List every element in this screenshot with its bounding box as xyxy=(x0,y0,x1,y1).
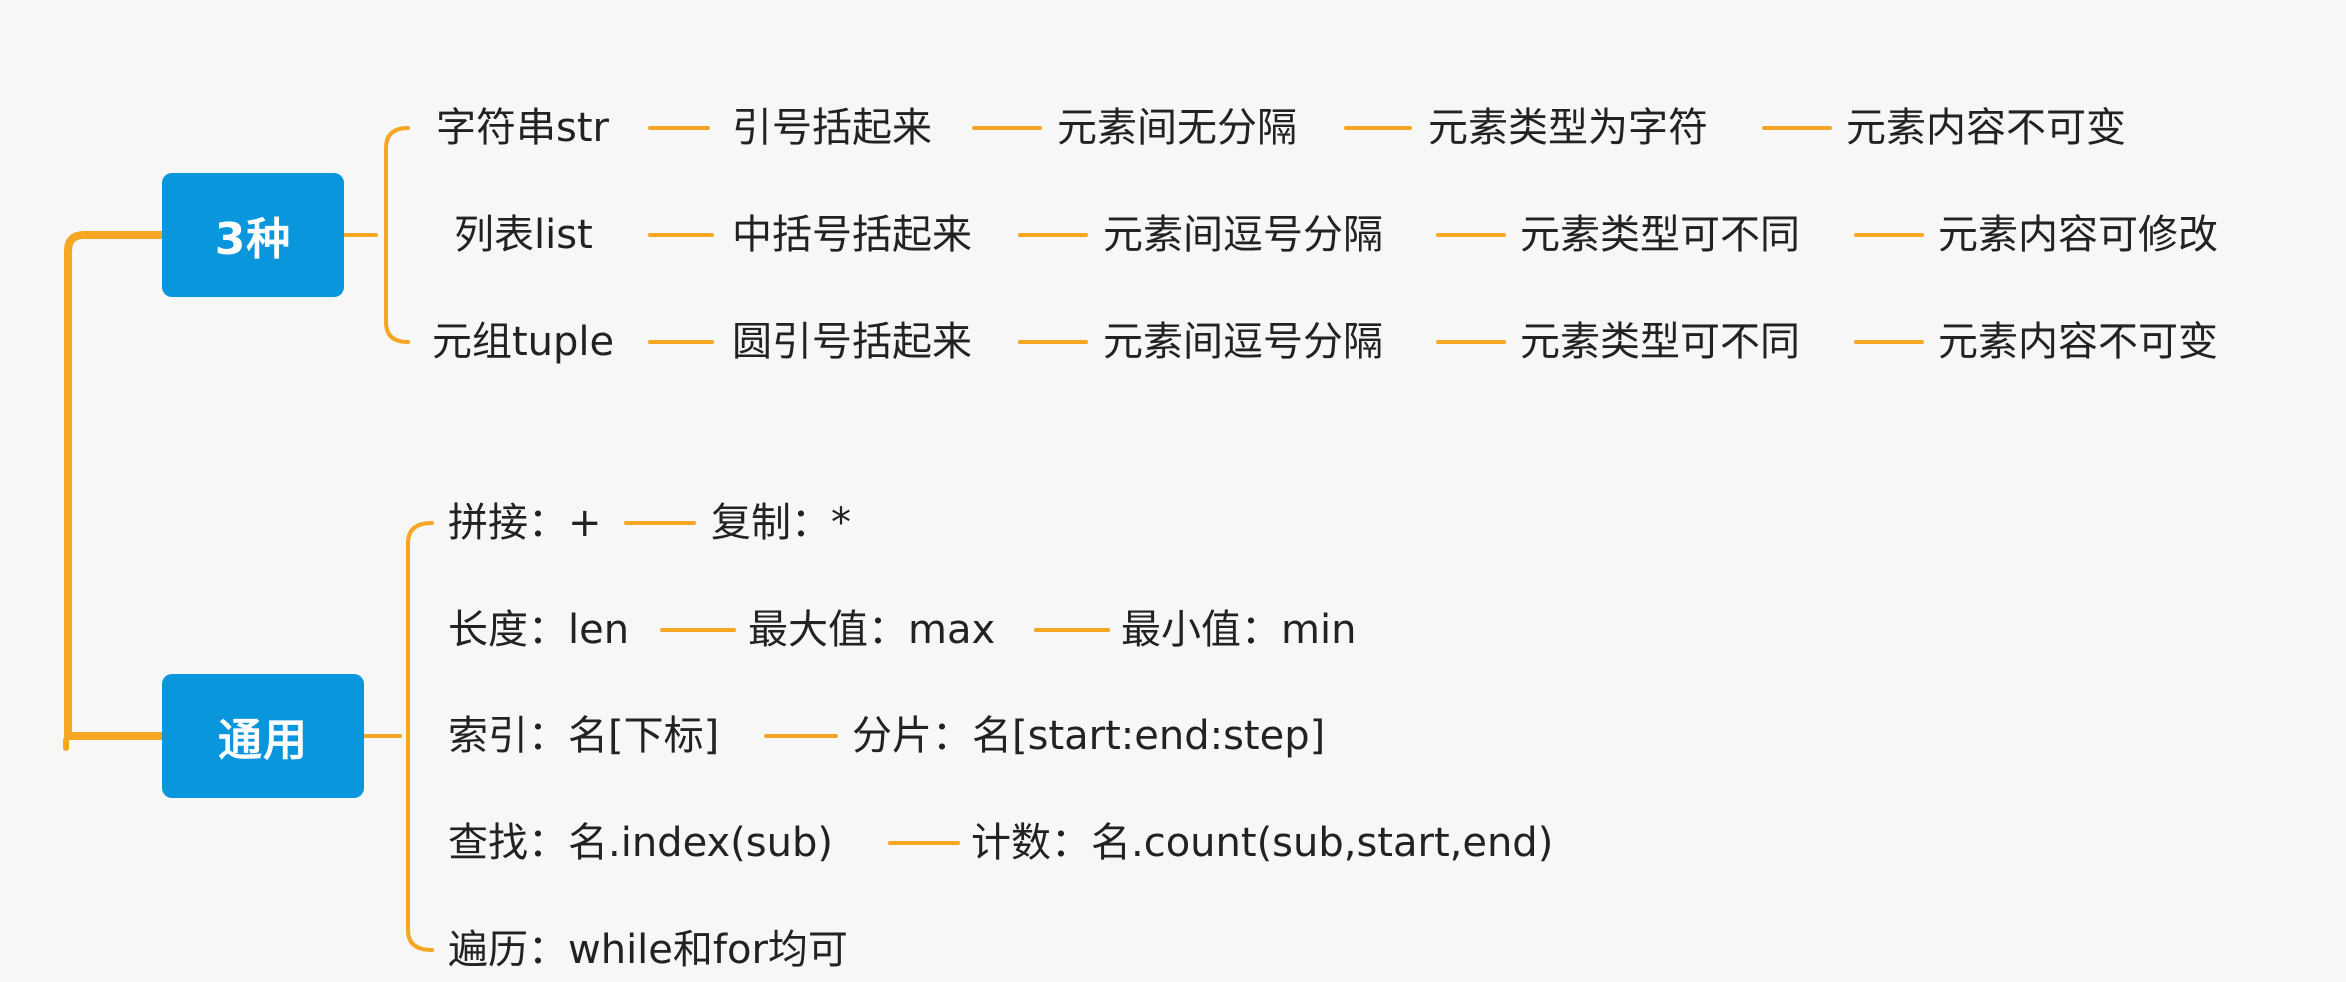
three_kinds-row1-item4: 元素内容可修改 xyxy=(1938,212,2218,258)
common-row0-item0: 拼接：+ xyxy=(448,500,602,546)
three_kinds-row1-item3: 元素类型可不同 xyxy=(1520,212,1800,258)
common-row1-item1: 最大值：max xyxy=(748,607,996,653)
three_kinds-row1-item2: 元素间逗号分隔 xyxy=(1103,212,1383,258)
node-common: 通用 xyxy=(162,674,364,798)
node-three-kinds: 3种 xyxy=(162,173,344,297)
three_kinds-row2-item2: 元素间逗号分隔 xyxy=(1103,319,1383,365)
common-row2-item1: 分片：名[start:end:step] xyxy=(852,713,1326,759)
root-trunk-line xyxy=(64,231,166,740)
three_kinds-row1-item0: 列表list xyxy=(454,212,593,258)
three-kinds-bracket xyxy=(384,126,410,344)
common-row3-item1: 计数：名.count(sub,start,end) xyxy=(971,820,1554,866)
three_kinds-row0-item4: 元素内容不可变 xyxy=(1846,105,2126,151)
common-row1-item2: 最小值：min xyxy=(1121,607,1357,653)
three_kinds-row1-item1: 中括号括起来 xyxy=(732,212,972,258)
three_kinds-row2-item4: 元素内容不可变 xyxy=(1938,319,2218,365)
common-row4-item0: 遍历：while和for均可 xyxy=(448,927,848,973)
common-row2-item0: 索引：名[下标] xyxy=(448,713,720,759)
three_kinds-row0-item1: 引号括起来 xyxy=(732,105,932,151)
three_kinds-row2-item1: 圆引号括起来 xyxy=(732,319,972,365)
three_kinds-row0-item3: 元素类型为字符 xyxy=(1428,105,1708,151)
common-bracket xyxy=(406,521,434,952)
common-row3-item0: 查找：名.index(sub) xyxy=(448,820,833,866)
common-row1-item0: 长度：len xyxy=(448,607,630,653)
three_kinds-row2-item3: 元素类型可不同 xyxy=(1520,319,1800,365)
common-row0-item1: 复制：* xyxy=(711,500,851,546)
three_kinds-row0-item2: 元素间无分隔 xyxy=(1057,105,1297,151)
three_kinds-row0-item0: 字符串str xyxy=(436,105,609,151)
three_kinds-row2-item0: 元组tuple xyxy=(432,319,615,365)
